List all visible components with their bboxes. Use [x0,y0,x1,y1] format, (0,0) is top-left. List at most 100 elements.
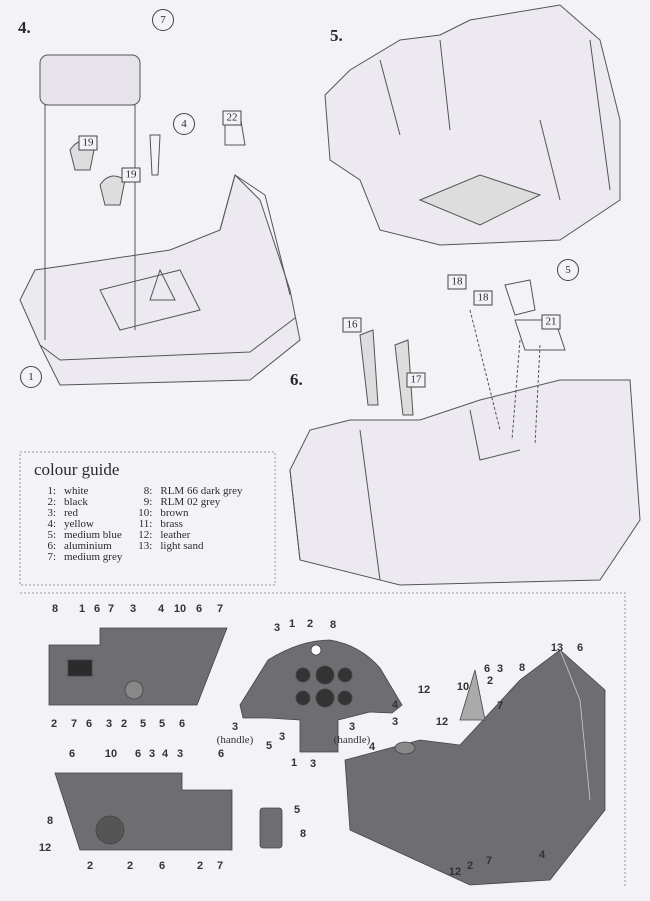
seat-tub [344,649,606,886]
step-5-label: 5. [330,26,343,45]
colour-name: yellow [64,518,94,530]
colour-name: RLM 66 dark grey [160,485,243,497]
colour-name: red [64,507,79,519]
colour-callout: 7 [107,603,115,615]
colour-guide-item: 7: medium grey [36,552,122,563]
colour-name: white [64,485,89,497]
handle-callout-number: 3 [348,721,356,733]
colour-callout: 8 [329,619,337,631]
colour-number: 11: [138,518,153,530]
colour-number: 1: [47,485,56,497]
colour-callout: 2 [120,718,128,730]
colour-callout: 5 [265,740,273,752]
colour-number: 5: [47,529,56,541]
colour-callout: 4 [368,741,376,753]
colour-guide-item: 11: brass [130,519,242,530]
step4-part-callout: 19 [78,135,98,151]
colour-callout: 7 [216,603,224,615]
colour-callout: 6 [483,663,491,675]
colour-callout: 4 [161,748,169,760]
part-7-armor [39,54,141,106]
colour-callout: 7 [70,718,78,730]
colour-name: brown [160,507,189,519]
colour-number: 10: [138,507,153,519]
step6-part-callout: 21 [541,314,561,330]
step4-part-callout: 19 [121,167,141,183]
colour-callout: 10 [173,603,187,615]
colour-callout: 6 [178,718,186,730]
colour-name: RLM 02 grey [160,496,221,508]
colour-callout: 7 [216,860,224,872]
colour-guide-item: 13:light sand [130,541,242,552]
colour-callout: 8 [51,603,59,615]
left-side-panel [48,627,228,706]
cockpit-tub-step4 [19,174,301,386]
step-4-label: 4. [18,18,31,37]
colour-callout: 1 [288,618,296,630]
colour-callout: 2 [306,618,314,630]
step4-part-callout: 22 [222,110,242,126]
colour-callout: 2 [86,860,94,872]
colour-guide-item: 5: medium blue [36,530,122,541]
colour-callout: 5 [139,718,147,730]
colour-callout: 2 [50,718,58,730]
colour-callout: 12 [417,684,431,696]
step6-part-callout: 17 [406,372,426,388]
handle-callout-label: (handle) [216,734,254,746]
colour-name: leather [160,529,191,541]
colour-callout: 1 [290,757,298,769]
colour-number: 6: [47,540,56,552]
colour-callout: 3 [496,663,504,675]
colour-guide-item: 1: white [36,486,122,497]
colour-callout: 7 [485,855,493,867]
step-6-label: 6. [290,370,303,389]
colour-callout: 12 [38,842,52,854]
colour-number: 4: [47,518,56,530]
colour-callout: 3 [105,718,113,730]
colour-number: 7: [47,551,56,563]
colour-callout: 8 [518,662,526,674]
colour-callout: 6 [217,748,225,760]
step6-part-callout: 5 [557,259,579,281]
step6-part-callout: 18 [447,274,467,290]
colour-callout: 4 [391,699,399,711]
colour-callout: 8 [299,828,307,840]
colour-callout: 3 [148,748,156,760]
small-gauge-panel [259,807,283,849]
colour-number: 8: [143,485,153,497]
colour-callout: 12 [435,716,449,728]
colour-callout: 6 [158,860,166,872]
colour-callout: 12 [448,866,462,878]
colour-callout: 6 [85,718,93,730]
colour-callout: 3 [176,748,184,760]
colour-guide-title: colour guide [34,460,120,479]
colour-guide-item: 9: RLM 02 grey [130,497,242,508]
colour-callout: 8 [46,815,54,827]
colour-callout: 6 [134,748,142,760]
colour-callout: 5 [158,718,166,730]
colour-callout: 2 [126,860,134,872]
colour-name: aluminium [64,540,112,552]
colour-callout: 3 [129,603,137,615]
step4-part-callout: 1 [20,366,42,388]
colour-callout: 4 [538,849,546,861]
colour-guide-item: 2:black [36,497,122,508]
colour-name: medium blue [64,529,122,541]
colour-callout: 4 [157,603,165,615]
colour-name: medium grey [64,551,123,563]
colour-callout: 10 [456,681,470,693]
colour-callout: 10 [104,748,118,760]
colour-name: brass [160,518,183,530]
fuselage-step6 [289,379,641,586]
colour-callout: 3 [391,716,399,728]
colour-guide-item: 4: yellow [36,519,122,530]
colour-number: 9: [143,496,153,508]
colour-callout: 3 [278,731,286,743]
step4-part-callout: 7 [152,9,174,31]
colour-callout: 13 [550,642,564,654]
colour-callout: 6 [195,603,203,615]
colour-callout: 2 [466,860,474,872]
